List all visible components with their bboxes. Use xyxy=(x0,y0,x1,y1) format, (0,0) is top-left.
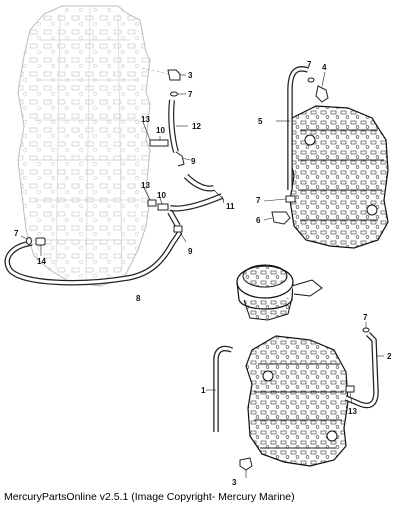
callout-7-upper-right: 7 xyxy=(307,60,312,69)
callout-3-upper: 3 xyxy=(188,71,193,80)
callout-labels: 1 2 3 3 4 5 6 7 7 7 7 7 8 9 9 10 10 11 1… xyxy=(14,60,392,487)
hose-2 xyxy=(344,322,384,409)
callout-8: 8 xyxy=(136,294,141,303)
callout-13-bottom: 13 xyxy=(348,407,357,416)
hose-1 xyxy=(206,345,234,432)
callout-7-mid-right: 7 xyxy=(256,196,261,205)
long-water-hose xyxy=(4,230,183,286)
callout-9-lower: 9 xyxy=(188,247,193,256)
callout-10-upper: 10 xyxy=(156,126,165,135)
callout-7-bottom-right: 7 xyxy=(363,313,368,322)
callout-12: 12 xyxy=(192,122,201,131)
hose-fitting-left xyxy=(20,235,46,256)
engine-block-lower xyxy=(245,335,349,467)
callout-5: 5 xyxy=(258,117,263,126)
callout-3-lower: 3 xyxy=(232,478,237,487)
bottom-elbow-fitting xyxy=(239,457,253,478)
callout-9-upper: 9 xyxy=(191,157,196,166)
callout-14: 14 xyxy=(37,257,46,266)
callout-4: 4 xyxy=(322,63,327,72)
callout-7-upper-left: 7 xyxy=(188,90,193,99)
engine-block-phantom xyxy=(17,5,151,287)
hose-5-upper xyxy=(263,66,329,225)
callout-13-lower: 13 xyxy=(141,181,150,190)
callout-10-lower: 10 xyxy=(157,191,166,200)
upper-elbow-assembly xyxy=(141,67,191,167)
callout-6: 6 xyxy=(256,216,261,225)
lower-hose-assembly xyxy=(143,173,225,243)
callout-7-left: 7 xyxy=(14,229,19,238)
image-copyright-caption: MercuryPartsOnline v2.5.1 (Image Copyrig… xyxy=(4,491,295,503)
engine-block-upper-right xyxy=(287,105,389,249)
flywheel-cover-assembly xyxy=(236,264,323,321)
callout-1: 1 xyxy=(201,386,206,395)
callout-13-upper: 13 xyxy=(141,115,150,124)
callout-11: 11 xyxy=(226,202,235,211)
callout-2: 2 xyxy=(387,352,392,361)
